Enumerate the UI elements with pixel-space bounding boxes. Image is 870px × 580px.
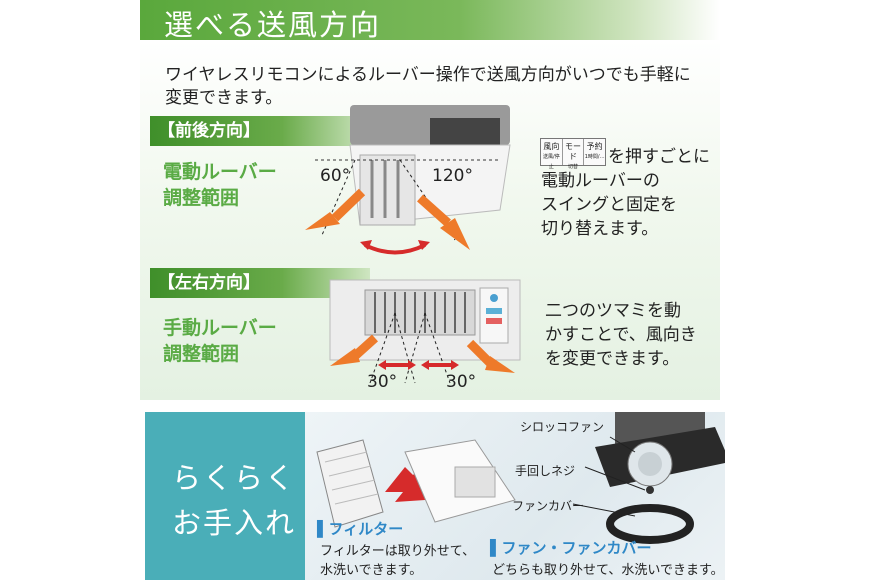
front-back-desc-1: を押すごとに [608,147,710,167]
mode-button: モード切替 [563,139,585,170]
front-back-desc-2: 電動ルーバーの [541,171,660,191]
angle-120-label: 120° [432,166,473,186]
left-right-label-2: 調整範囲 [163,343,240,365]
front-back-desc-3: スイングと固定を [541,195,677,215]
page-title: 選べる送風方向 [164,8,382,42]
hand-screw-label: 手回しネジ [515,464,576,478]
fan-heading: ▌ファン・ファンカバー [490,539,652,557]
left-right-desc-1: 二つのツマミを動 [545,301,681,321]
angle-30-right-label: 30° [446,372,477,392]
fan-cover [606,504,694,544]
louver-slot [359,154,416,226]
parts-illustration [316,412,725,544]
front-back-label-1: 電動ルーバー [163,161,277,183]
angle-30-left-label: 30° [367,372,398,392]
front-back-tag: 【前後方向】 [150,116,370,146]
sirocco-fan-label: シロッコファン [520,420,605,434]
left-right-desc-2: かすことで、風向き [545,325,697,345]
manual-louver-illustration [329,279,521,384]
filter-heading: ▌フィルター [317,520,404,538]
swing-arrow [364,243,426,255]
wind-direction-button: 風向送風/停止 [541,139,563,170]
front-back-label-2: 調整範囲 [163,187,240,209]
electric-louver-illustration [305,105,511,255]
filter-panel [316,439,384,528]
front-back-desc-4: 切り替えます。 [541,219,659,239]
easy-care-line-2: お手入れ [172,506,297,540]
filter-text-2: 水洗いできます。 [320,563,423,578]
easy-care-line-1: らくらく [172,461,297,495]
fan-text: どちらも取り外せて、水洗いできます。 [492,563,724,578]
fan-cover-label: ファンカバー [512,499,585,513]
filter-text-1: フィルターは取り外せて、 [320,544,476,559]
angle-60-label: 60° [320,166,351,186]
left-right-label-1: 手動ルーバー [163,317,277,339]
left-right-desc-3: を変更できます。 [545,349,680,369]
airflow-arrow-right [440,218,470,250]
hand-screw [646,486,654,494]
intro-line-2: 変更できます。 [165,88,283,108]
louver-grid [364,289,476,336]
intro-line-1: ワイヤレスリモコンによるルーバー操作で送風方向がいつでも手軽に [165,65,691,85]
easy-care-panel [145,412,305,580]
header-band [140,0,720,40]
airflow-arrow-left [305,212,340,230]
